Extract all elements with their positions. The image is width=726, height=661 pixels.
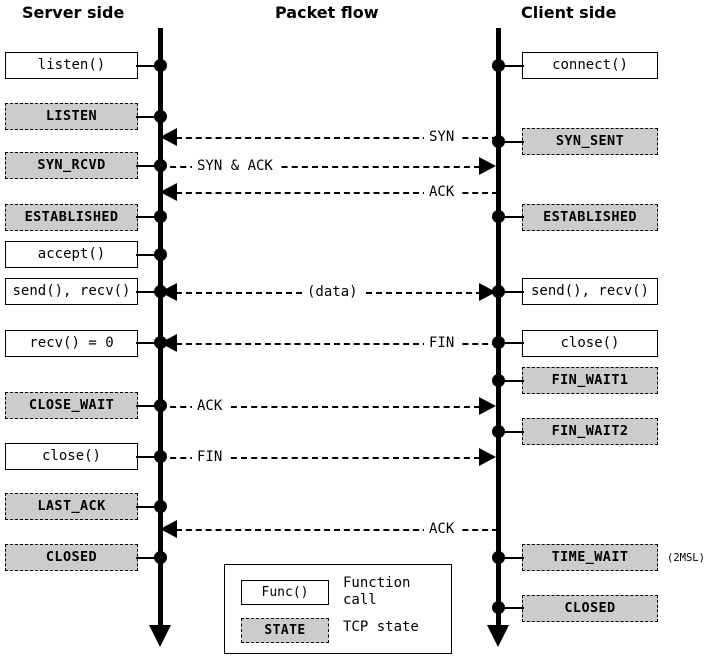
packet-label-syn-ack: SYN & ACK (192, 159, 278, 174)
server-dot-10 (154, 551, 167, 564)
client-dot-2 (492, 210, 505, 223)
server-node-listen: listen() (5, 52, 138, 79)
packet-line-ack-handshake (176, 192, 498, 194)
client-stub-3 (500, 291, 524, 293)
server-dot-8 (154, 450, 167, 463)
server-lifeline-end-arrow-icon (149, 625, 171, 647)
time-wait-2msl-note: (2MSL) (667, 552, 705, 564)
packet-arrowhead-fin-client-icon (160, 334, 177, 352)
client-dot-6 (492, 425, 505, 438)
client-node-fin-wait1: FIN_WAIT1 (522, 367, 658, 394)
client-stub-6 (500, 431, 524, 433)
server-stub-4 (136, 254, 162, 256)
server-dot-3 (154, 210, 167, 223)
packet-line-ack-final (176, 529, 498, 531)
client-lifeline (496, 28, 501, 633)
legend-func-description: Function call (343, 575, 411, 608)
packet-arrowhead-data-left-icon (160, 283, 177, 301)
packet-line-syn (176, 137, 498, 139)
packet-label-syn: SYN (424, 130, 460, 145)
packet-arrowhead-syn-icon (160, 128, 177, 146)
client-node-time-wait: TIME_WAIT (522, 544, 658, 571)
packet-arrowhead-syn-ack-icon (479, 157, 496, 175)
server-stub-10 (136, 557, 162, 559)
client-node-syn-sent: SYN_SENT (522, 128, 658, 155)
client-stub-7 (500, 557, 524, 559)
server-node-close-wait: CLOSE_WAIT (5, 392, 138, 419)
server-dot-1 (154, 110, 167, 123)
client-dot-5 (492, 374, 505, 387)
client-node-established: ESTABLISHED (522, 204, 658, 231)
legend-state-swatch: STATE (241, 618, 329, 643)
server-dot-7 (154, 399, 167, 412)
legend-func-swatch: Func() (241, 580, 329, 605)
packet-arrowhead-fin-server-icon (479, 448, 496, 466)
legend-panel: Func() Function call STATE TCP state (224, 564, 452, 654)
server-node-listen-state: LISTEN (5, 103, 138, 130)
client-node-close: close() (522, 330, 658, 357)
packet-line-fin-client (176, 343, 498, 345)
server-node-send-recv: send(), recv() (5, 278, 138, 305)
server-node-accept: accept() (5, 241, 138, 268)
client-node-send-recv: send(), recv() (522, 278, 658, 305)
server-stub-8 (136, 456, 162, 458)
packet-label-ack-final: ACK (424, 522, 460, 537)
server-dot-0 (154, 59, 167, 72)
server-node-last-ack: LAST_ACK (5, 493, 138, 520)
packet-label-fin-server: FIN (192, 450, 228, 465)
client-stub-1 (500, 141, 524, 143)
server-dot-9 (154, 500, 167, 513)
server-node-closed: CLOSED (5, 544, 138, 571)
server-stub-7 (136, 405, 162, 407)
server-dot-4 (154, 248, 167, 261)
client-lifeline-end-arrow-icon (487, 625, 509, 647)
client-stub-8 (500, 607, 524, 609)
client-node-fin-wait2: FIN_WAIT2 (522, 418, 658, 445)
packet-arrowhead-data-right-icon (479, 283, 496, 301)
client-node-connect: connect() (522, 52, 658, 79)
legend-state-description: TCP state (343, 619, 419, 635)
server-node-established: ESTABLISHED (5, 204, 138, 231)
packet-arrowhead-ack-server-icon (479, 397, 496, 415)
packet-arrowhead-ack-final-icon (160, 520, 177, 538)
heading-packet-flow: Packet flow (275, 3, 379, 22)
server-dot-2 (154, 159, 167, 172)
server-stub-9 (136, 506, 162, 508)
packet-label-fin-client: FIN (424, 336, 460, 351)
heading-client-side: Client side (521, 3, 617, 22)
client-stub-4 (500, 342, 524, 344)
packet-label-ack-server: ACK (192, 399, 228, 414)
packet-arrowhead-ack-handshake-icon (160, 183, 177, 201)
client-dot-7 (492, 551, 505, 564)
client-dot-4 (492, 336, 505, 349)
packet-line-fin-server (160, 457, 480, 459)
heading-server-side: Server side (22, 3, 125, 22)
client-dot-8 (492, 601, 505, 614)
packet-label-data: (data) (302, 285, 363, 300)
server-node-syn-rcvd: SYN_RCVD (5, 152, 138, 179)
client-dot-0 (492, 59, 505, 72)
client-stub-0 (500, 65, 524, 67)
server-stub-1 (136, 116, 162, 118)
server-node-recv-zero: recv() = 0 (5, 330, 138, 357)
packet-line-ack-server (160, 406, 480, 408)
server-stub-5 (136, 291, 162, 293)
client-stub-5 (500, 380, 524, 382)
server-stub-6 (136, 342, 162, 344)
server-stub-0 (136, 65, 162, 67)
packet-label-ack-handshake: ACK (424, 185, 460, 200)
client-node-closed: CLOSED (522, 595, 658, 622)
server-stub-2 (136, 165, 162, 167)
server-stub-3 (136, 216, 162, 218)
server-lifeline (158, 28, 163, 633)
packet-line-syn-ack (160, 166, 480, 168)
server-node-close: close() (5, 443, 138, 470)
client-stub-2 (500, 216, 524, 218)
